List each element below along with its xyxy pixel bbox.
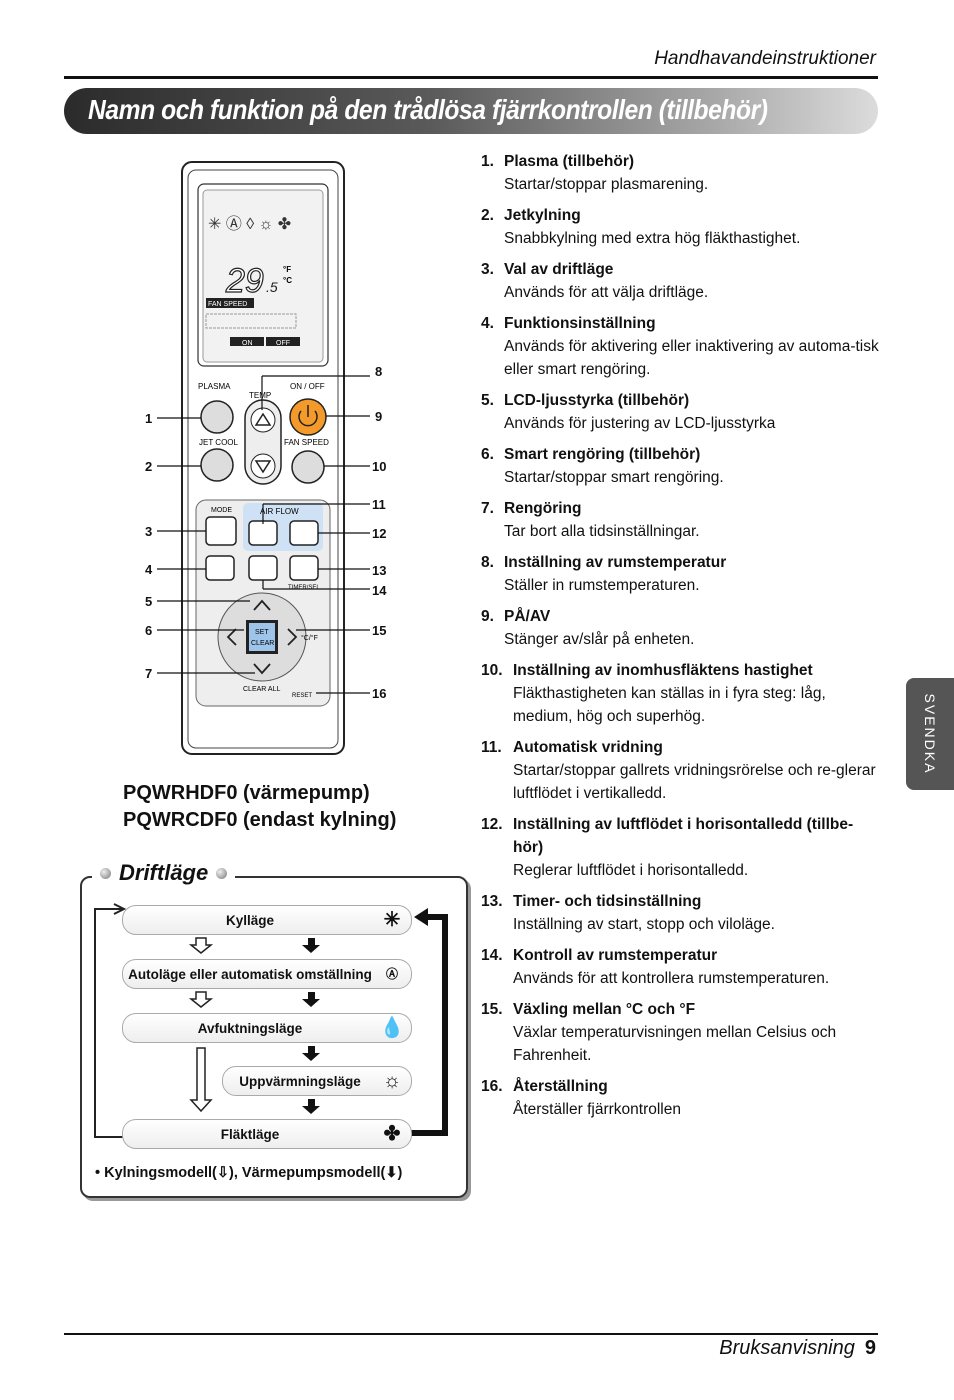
lcd-on: ON: [242, 340, 253, 347]
bullet-dot-icon: [216, 867, 228, 879]
bullet-dot-icon: [100, 867, 111, 879]
mode-auto: Autoläge eller automatisk omställning Ⓐ: [122, 959, 412, 989]
label-temp: TEMP: [249, 391, 271, 400]
plasma-button[interactable]: [200, 400, 234, 434]
fan-icon: ✤: [383, 1123, 401, 1145]
lcd-unit-f: °F: [283, 265, 291, 274]
callout-12: 12: [372, 526, 386, 541]
callout-3: 3: [145, 524, 152, 539]
title-bar: Namn och funktion på den trådlösa fjärrk…: [64, 88, 878, 134]
section-header: Handhavandeinstruktioner: [654, 48, 876, 69]
mode-heat: Uppvärmningsläge ☼: [222, 1066, 412, 1096]
lcd-temp-decimal: .5: [266, 279, 278, 295]
jet-cool-button[interactable]: [200, 448, 234, 482]
remote-illustration: 29 .5 °F °C FAN SPEED ON OFF ✳ Ⓐ ◊ ☼ ✤ P…: [145, 161, 387, 755]
callout-9: 9: [375, 409, 382, 424]
auto-ai-icon: Ⓐ: [385, 967, 398, 981]
callout-7: 7: [145, 666, 152, 681]
mode-dehumidify: Avfuktningsläge 💧: [122, 1013, 412, 1043]
label-timer: TIMER/SEL: [288, 585, 320, 591]
label-mode: MODE: [211, 507, 232, 514]
label-clear-all: CLEAR ALL: [243, 686, 280, 693]
fan-speed-button[interactable]: [291, 450, 325, 484]
label-reset: RESET: [292, 693, 312, 699]
language-tab: SVENDKA: [906, 678, 954, 790]
lcd-unit-c: °C: [283, 276, 292, 285]
function-button[interactable]: [205, 555, 235, 581]
callout-2: 2: [145, 459, 152, 474]
callout-15: 15: [372, 623, 386, 638]
label-plasma: PLASMA: [198, 382, 231, 391]
label-set: SET: [255, 629, 269, 636]
page-number: 9: [864, 1337, 876, 1359]
solid-arrow-icon: ⬇: [385, 1165, 398, 1181]
lcd-off: OFF: [276, 340, 290, 347]
sun-icon: ☼: [382, 1070, 402, 1092]
list-item: 6.Smart rengöring (tillbehör)Startar/sto…: [481, 446, 724, 486]
label-on-off: ON / OFF: [290, 382, 325, 391]
page-title: Namn och funktion på den trådlösa fjärrk…: [88, 94, 768, 125]
callout-1: 1: [145, 411, 152, 426]
water-drop-icon: 💧: [379, 1017, 405, 1039]
callout-5: 5: [145, 594, 152, 609]
label-air-flow: AIR FLOW: [260, 507, 299, 516]
callout-13: 13: [372, 563, 386, 578]
list-item: 10.Inställning av inomhusfläktens hastig…: [481, 662, 826, 725]
callout-10: 10: [372, 459, 386, 474]
callout-4: 4: [145, 562, 153, 577]
operation-mode-box: [80, 876, 468, 1198]
mode-fan: Fläktläge ✤: [122, 1119, 412, 1149]
hollow-arrow-icon: ⇩: [216, 1165, 230, 1181]
callout-16: 16: [372, 686, 386, 701]
model-names: PQWRHDF0 (värmepump) PQWRCDF0 (endast ky…: [123, 780, 396, 834]
operation-mode-heading: Driftläge: [92, 860, 236, 886]
label-clear: CLEAR: [251, 640, 274, 647]
snowflake-icon: ✳: [383, 909, 401, 931]
svg-text:✳ Ⓐ ◊ ☼ ✤: ✳ Ⓐ ◊ ☼ ✤: [208, 215, 291, 233]
list-item: 12.Inställning av luftflödet i horisonta…: [481, 816, 854, 879]
function-list: 1.Plasma (tillbehör)Startar/stoppar plas…: [481, 150, 881, 1129]
bottom-rule: [64, 1333, 878, 1335]
mode-cool: Kylläge ✳: [122, 905, 412, 935]
callout-6: 6: [145, 623, 152, 638]
top-rule: [64, 76, 878, 79]
lcd-temp: 29: [225, 262, 264, 300]
set-clear-button[interactable]: [249, 623, 275, 651]
lcd-fan-speed: FAN SPEED: [208, 301, 247, 308]
label-cf: °C/°F: [301, 634, 318, 642]
model-cooling-only: PQWRCDF0 (endast kylning): [123, 809, 397, 831]
list-item: 1.Plasma (tillbehör)Startar/stoppar plas…: [481, 153, 709, 193]
model-heat-pump: PQWRHDF0 (värmepump): [123, 782, 370, 804]
callout-11: 11: [372, 497, 386, 512]
label-jet-cool: JET COOL: [199, 438, 239, 447]
list-item: 5.LCD-ljusstyrka (tillbehör)Används för …: [481, 392, 776, 432]
callout-14: 14: [372, 583, 387, 598]
timer-button[interactable]: [289, 555, 319, 581]
model-note: • Kylningsmodell(⇩), Värmepumpsmodell(⬇): [95, 1165, 403, 1181]
label-fan-speed: FAN SPEED: [284, 438, 329, 447]
callout-8: 8: [375, 364, 382, 379]
